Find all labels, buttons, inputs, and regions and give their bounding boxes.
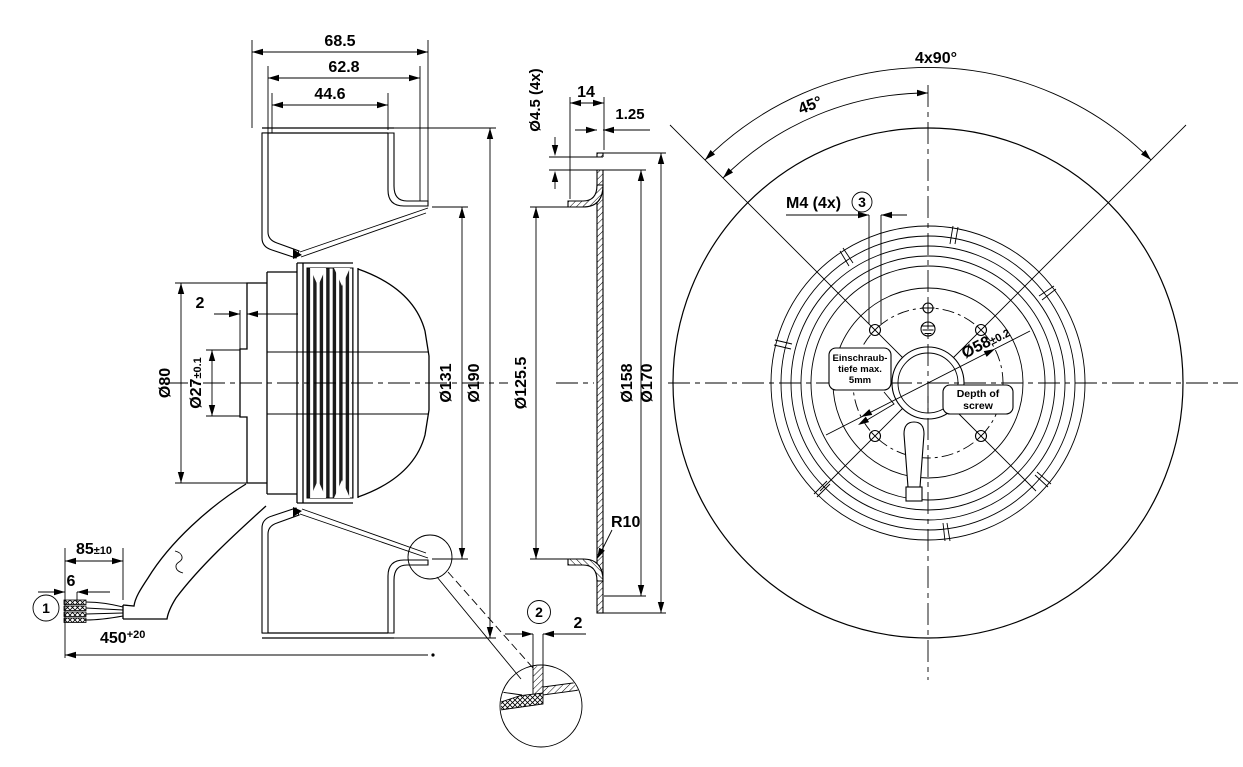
detail-leader-solid [436,576,522,680]
note-en-line2: screw [963,400,994,412]
note-en-line1: Depth of [957,388,1000,400]
screw-hole [868,323,882,337]
stator-internal-lines [267,351,429,415]
dim-shaft-dia-label: Ø27±0.1 [188,357,205,409]
dim-depth-total-label: 68.5 [324,33,355,50]
dim-hole-dia-label: Ø4.5 (4x) [527,68,544,131]
detail-marker-circle [407,534,453,580]
cable-gland-tip [905,486,923,502]
lead-wires [85,601,124,621]
dim-bolt-circle-dia: Ø158 [604,170,646,597]
dim-flange-dia-label: Ø80 [157,368,174,398]
flange-hole-gap [595,157,605,170]
dim-depth-total: 68.5 [251,33,429,201]
detail-band-right [542,681,581,696]
dim-screw-spec-label: M4 (4x) [786,195,841,212]
dim-lead-length-label: 85±10 [76,541,112,558]
front-view: 45° 4x90° M4 (4x) 3 Ø58±0.2 Einschraub- … [668,50,1238,680]
dim-detail-wall: 2 [505,615,586,668]
dim-bolt-circle-dia-label: Ø158 [619,363,636,402]
dim-depth-impeller: 44.6 [271,86,389,133]
flange-hole-edges [549,156,646,171]
impeller-back-wall-top [261,132,300,259]
wall-curl-tip-top [293,249,302,259]
note-screw-depth-de: Einschraub- tiefe max. 5mm [828,347,895,428]
detail-wall-section [533,666,543,703]
cable-gland [903,421,925,488]
dim-hub-step-label: 2 [196,295,205,312]
dim-lead-length: 85±10 [64,541,124,658]
note-de-line3: 5mm [849,375,871,386]
detail-notch [501,691,523,703]
blade-tick-marks [773,225,1057,542]
lamination-notch [334,480,350,498]
dim-sheet-thickness-label: 1.25 [615,106,644,123]
detail-view: 2 2 [499,600,586,748]
dim-hole-pattern: 4x90° [702,50,1154,163]
wall-ring-plate [596,152,604,614]
section-view: 68.5 62.8 44.6 2 Ø80 Ø27±0.1 [32,33,534,680]
wall-curl-tip-bottom [293,507,302,517]
detail-contents [501,666,581,711]
dim-hole-angle-label: 45° [796,94,825,119]
dim-inner-dia-label: Ø125.5 [513,357,530,410]
screw-hole [868,429,882,443]
dim-lip-radius: R10 [594,514,640,561]
dim-inlet-dia: Ø131 [432,206,468,560]
dim-hole-dia: Ø4.5 (4x) [527,68,559,189]
lamination-notch [310,268,326,286]
blade-cone-lines [299,207,429,559]
screw-hole [974,429,988,443]
mounting-screws [868,323,988,443]
dim-inlet-dia-label: Ø131 [438,363,455,402]
dim-hole-angle: 45° [720,89,929,181]
detail-leader-dashed [447,571,534,669]
dim-lip-radius-label: R10 [611,514,640,531]
callout-detail-number: 2 [535,604,543,620]
lamination-notch [334,268,350,286]
dim-shaft-dia: Ø27±0.1 [188,349,240,417]
dim-impeller-dia: Ø190 [394,127,496,639]
dim-screw-spec: M4 (4x) 3 [786,191,907,324]
dim-flange-dia: Ø80 [157,282,247,484]
dim-detail-wall-label: 2 [574,615,583,632]
impeller-disc-edge [262,127,394,639]
dim-collar-depth: 14 [569,84,605,199]
cable-jacket [122,483,267,620]
detail-circle [499,664,583,748]
dim-outer-dia: Ø170 [603,152,666,614]
dim-strip-length-label: 6 [67,573,76,590]
callout-leads: 1 [32,594,60,622]
callout-leads-number: 1 [42,600,50,616]
impeller-back-wall-bottom [261,507,300,634]
callout-detail: 2 [527,600,551,624]
dim-cable-length: 450+20 [65,629,435,659]
note-de-line2: tiefe max. [838,364,882,375]
note-de-line1: Einschraub- [833,353,888,364]
dim-hole-pattern-label: 4x90° [915,50,957,67]
dim-inner-dia: Ø125.5 [513,206,570,560]
dim-impeller-dia-label: Ø190 [466,363,483,402]
callout-screw-number: 3 [858,194,866,210]
screw-diagonals [669,124,1187,492]
dim-collar-depth-label: 14 [577,84,595,101]
dim-sheet-thickness: 1.25 [575,106,650,134]
note-screw-depth-en: Depth of screw [942,384,1014,415]
dim-depth-housing-label: 62.8 [328,59,359,76]
cable-break-mark [174,550,184,574]
lead-wire-tips [63,599,87,623]
dim-hub-step: 2 [196,295,298,349]
lamination-notch [310,480,326,498]
dim-depth-impeller-label: 44.6 [314,86,345,103]
shroud-top [387,132,429,207]
flange-view: 14 1.25 Ø4.5 (4x) Ø125.5 Ø158 [513,68,666,614]
dim-outer-dia-label: Ø170 [639,363,656,402]
dim-strip-length: 6 [38,573,110,602]
screw-hole [974,323,988,337]
dim-cable-length-label: 450+20 [100,629,145,647]
shroud-bottom [387,559,429,634]
dim-depth-housing: 62.8 [267,59,421,201]
